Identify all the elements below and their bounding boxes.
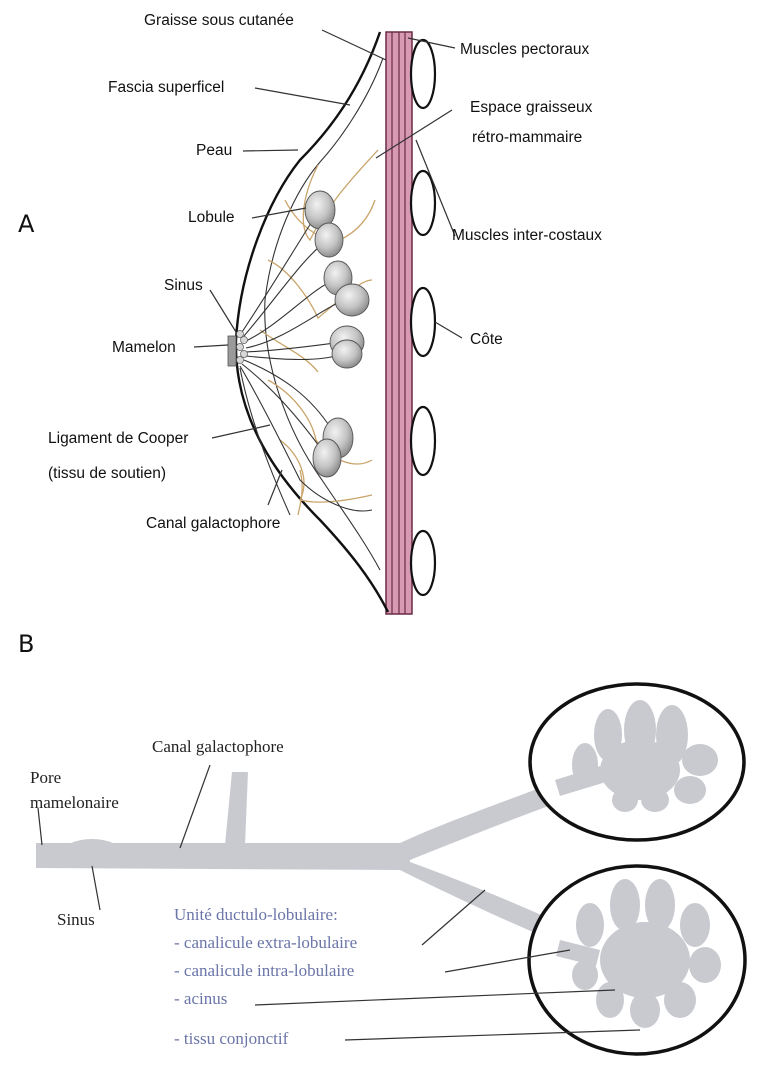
label-pore-line1: Pore xyxy=(30,768,61,787)
rib xyxy=(411,531,435,595)
label-ligament-line1: Ligament de Cooper xyxy=(48,430,188,447)
lobule xyxy=(335,284,369,316)
rib xyxy=(411,171,435,235)
label-canal-a: Canal galactophore xyxy=(146,515,280,532)
label-item-tissu: - tissu conjonctif xyxy=(174,1029,289,1048)
lobular-unit-upper xyxy=(530,684,744,840)
label-fascia: Fascia superficel xyxy=(108,79,224,96)
label-graisse: Graisse sous cutanée xyxy=(144,12,294,29)
lobule xyxy=(313,439,341,477)
label-espace-line2: rétro-mammaire xyxy=(472,129,582,146)
panel-b-letter: B xyxy=(18,630,34,658)
label-item-extra: - canalicule extra-lobulaire xyxy=(174,933,357,952)
label-intercostaux: Muscles inter-costaux xyxy=(452,227,602,244)
lobule xyxy=(315,223,343,257)
panel-a: A xyxy=(18,12,602,614)
label-ligament-line2: (tissu de soutien) xyxy=(48,465,166,482)
label-item-acinus: - acinus xyxy=(174,989,227,1008)
pectoral-muscle-band xyxy=(386,32,412,614)
sinus-bulge xyxy=(62,839,122,867)
label-cote: Côte xyxy=(470,331,503,348)
rib xyxy=(411,407,435,475)
label-sinus-b: Sinus xyxy=(57,910,95,929)
label-lobule: Lobule xyxy=(188,209,235,226)
rib xyxy=(411,40,435,108)
panel-b: B xyxy=(18,630,745,1054)
rib xyxy=(411,288,435,356)
label-sinus: Sinus xyxy=(164,277,203,294)
label-mamelon: Mamelon xyxy=(112,339,176,356)
label-item-intra: - canalicule intra-lobulaire xyxy=(174,961,354,980)
label-pore-line2: mamelonaire xyxy=(30,793,119,812)
label-canal-b: Canal galactophore xyxy=(152,737,284,756)
panel-a-letter: A xyxy=(18,210,35,238)
label-peau: Peau xyxy=(196,142,232,159)
label-unite: Unité ductulo-lobulaire: xyxy=(174,905,338,924)
lobular-unit-lower xyxy=(529,866,745,1054)
label-pectoraux: Muscles pectoraux xyxy=(460,41,589,58)
label-espace-line1: Espace graisseux xyxy=(470,99,593,116)
lobule xyxy=(332,340,362,368)
